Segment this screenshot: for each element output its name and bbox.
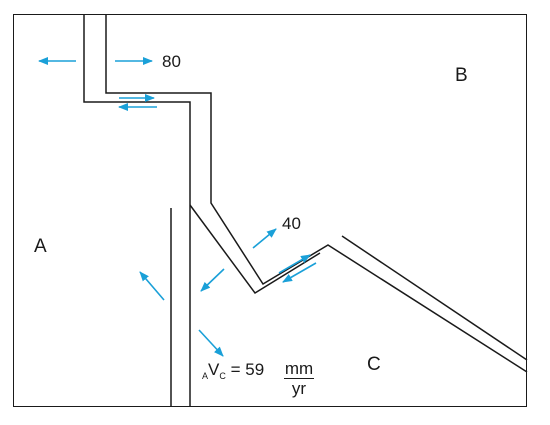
formula-subscript-right: C bbox=[219, 371, 226, 381]
boundary-segment-middle bbox=[189, 204, 321, 294]
boundary-segment-right bbox=[341, 235, 528, 361]
velocity-formula: AVC = 59 mm yr bbox=[202, 360, 314, 398]
arrow-mid-up bbox=[252, 228, 277, 249]
boundary-line-outer bbox=[83, 14, 191, 407]
arrow-left-up bbox=[139, 271, 165, 301]
formula-unit-numerator: mm bbox=[284, 359, 314, 379]
formula-value: = 59 bbox=[230, 360, 265, 379]
arrow-left-down bbox=[198, 329, 224, 357]
diagram-frame bbox=[13, 14, 527, 407]
arrow-mid-down bbox=[200, 268, 225, 292]
formula-unit-denominator: yr bbox=[291, 379, 307, 398]
arrow-shear2-right bbox=[278, 254, 311, 274]
plate-label-a: A bbox=[34, 236, 47, 257]
rate-label-middle: 40 bbox=[282, 214, 301, 233]
plate-label-b: B bbox=[455, 65, 468, 86]
formula-subscript-left: A bbox=[202, 371, 209, 381]
plate-label-c: C bbox=[367, 354, 381, 375]
rate-label-top: 80 bbox=[162, 52, 181, 71]
arrow-shear2-left bbox=[282, 262, 317, 283]
formula-velocity-symbol: V bbox=[208, 360, 220, 379]
formula-unit-fraction: mm yr bbox=[284, 360, 314, 399]
boundary-line-inner bbox=[105, 14, 528, 373]
